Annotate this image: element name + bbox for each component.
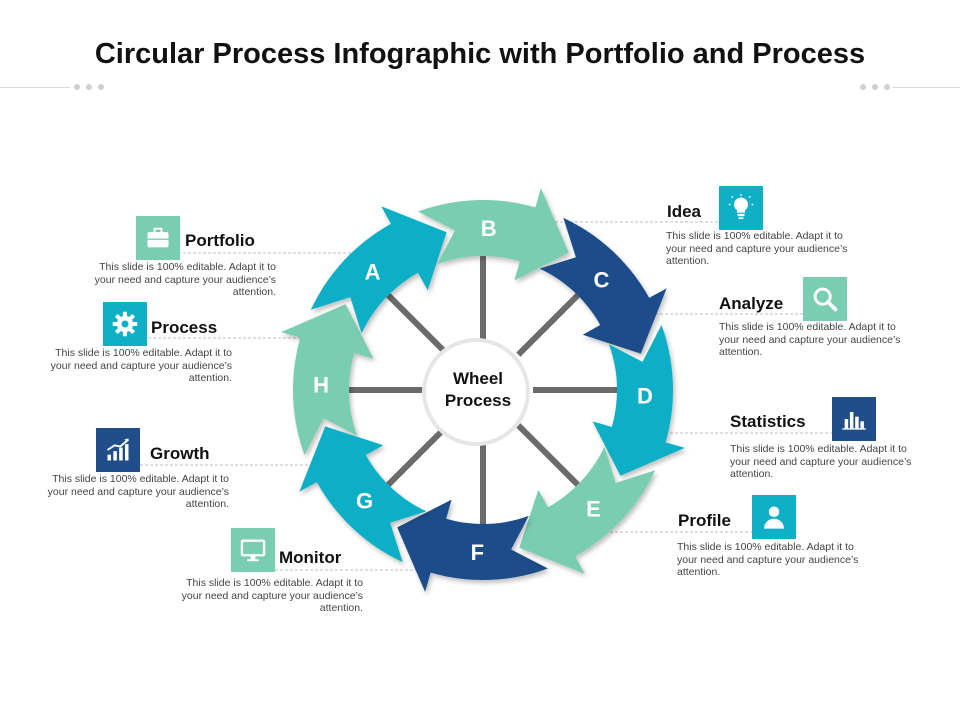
growth-chart-icon bbox=[106, 438, 130, 461]
magnifier-icon bbox=[813, 287, 838, 312]
segment-letter-h: H bbox=[313, 372, 329, 397]
divider-left bbox=[0, 87, 70, 88]
monitor-icon-box bbox=[231, 528, 275, 572]
idea-desc: This slide is 100% editable. Adapt it to… bbox=[666, 230, 848, 267]
idea-icon-box bbox=[719, 186, 763, 230]
analyze-label: Analyze bbox=[719, 294, 784, 313]
divider-right bbox=[892, 87, 960, 88]
arrow-segment-d bbox=[592, 325, 685, 476]
center-line1: Wheel bbox=[452, 369, 504, 388]
segment-letter-c: C bbox=[594, 268, 610, 293]
idea-label: Idea bbox=[667, 202, 702, 221]
analyze-desc: This slide is 100% editable. Adapt it to… bbox=[719, 321, 901, 358]
dots-right bbox=[860, 84, 890, 92]
process-icon-box bbox=[103, 302, 147, 346]
dots-left bbox=[74, 84, 104, 92]
arrow-segment-c bbox=[539, 217, 667, 354]
statistics-icon-box bbox=[832, 397, 876, 441]
page-title: Circular Process Infographic with Portfo… bbox=[94, 38, 866, 70]
center-circle bbox=[422, 338, 530, 446]
briefcase-icon bbox=[147, 227, 169, 248]
portfolio-label: Portfolio bbox=[185, 231, 255, 250]
segment-letter-g: G bbox=[356, 488, 373, 513]
process-desc: This slide is 100% editable. Adapt it to… bbox=[50, 347, 232, 384]
center-label: Wheel Process bbox=[418, 368, 538, 412]
profile-desc: This slide is 100% editable. Adapt it to… bbox=[677, 541, 859, 578]
spoke bbox=[386, 423, 450, 487]
portfolio-desc: This slide is 100% editable. Adapt it to… bbox=[94, 261, 276, 298]
monitor-desc: This slide is 100% editable. Adapt it to… bbox=[181, 577, 363, 614]
statistics-desc: This slide is 100% editable. Adapt it to… bbox=[730, 443, 912, 480]
spoke bbox=[516, 423, 580, 487]
portfolio-icon-box bbox=[136, 216, 180, 260]
arrow-segment-g bbox=[299, 426, 427, 563]
spoke bbox=[516, 293, 580, 357]
profile-label: Profile bbox=[678, 511, 731, 530]
profile-icon-box bbox=[752, 495, 796, 539]
arrow-segment-f bbox=[397, 499, 548, 592]
user-icon bbox=[764, 506, 784, 529]
process-label: Process bbox=[151, 318, 218, 337]
monitor-icon bbox=[240, 539, 266, 562]
center-line2: Process bbox=[444, 391, 512, 410]
gear-icon bbox=[112, 311, 138, 337]
arrow-ring bbox=[281, 188, 685, 592]
analyze-icon-box bbox=[803, 277, 847, 321]
spokes bbox=[349, 256, 617, 524]
growth-icon-box bbox=[96, 428, 140, 472]
spoke bbox=[386, 293, 450, 357]
segment-letter-a: A bbox=[365, 260, 381, 285]
segment-letter-f: F bbox=[471, 540, 484, 565]
segment-letter-e: E bbox=[586, 496, 601, 521]
growth-label: Growth bbox=[150, 444, 210, 463]
arrow-segment-a bbox=[310, 206, 447, 334]
growth-desc: This slide is 100% editable. Adapt it to… bbox=[47, 473, 229, 510]
segment-letter-d: D bbox=[637, 384, 653, 409]
arrow-segment-h bbox=[281, 304, 374, 455]
arrow-segment-b bbox=[418, 188, 569, 281]
bar-chart-icon bbox=[842, 412, 866, 430]
segment-letter-b: B bbox=[481, 216, 497, 241]
arrow-segment-e bbox=[519, 446, 656, 574]
lightbulb-icon bbox=[728, 194, 754, 220]
statistics-label: Statistics bbox=[730, 412, 806, 431]
monitor-label: Monitor bbox=[279, 548, 342, 567]
